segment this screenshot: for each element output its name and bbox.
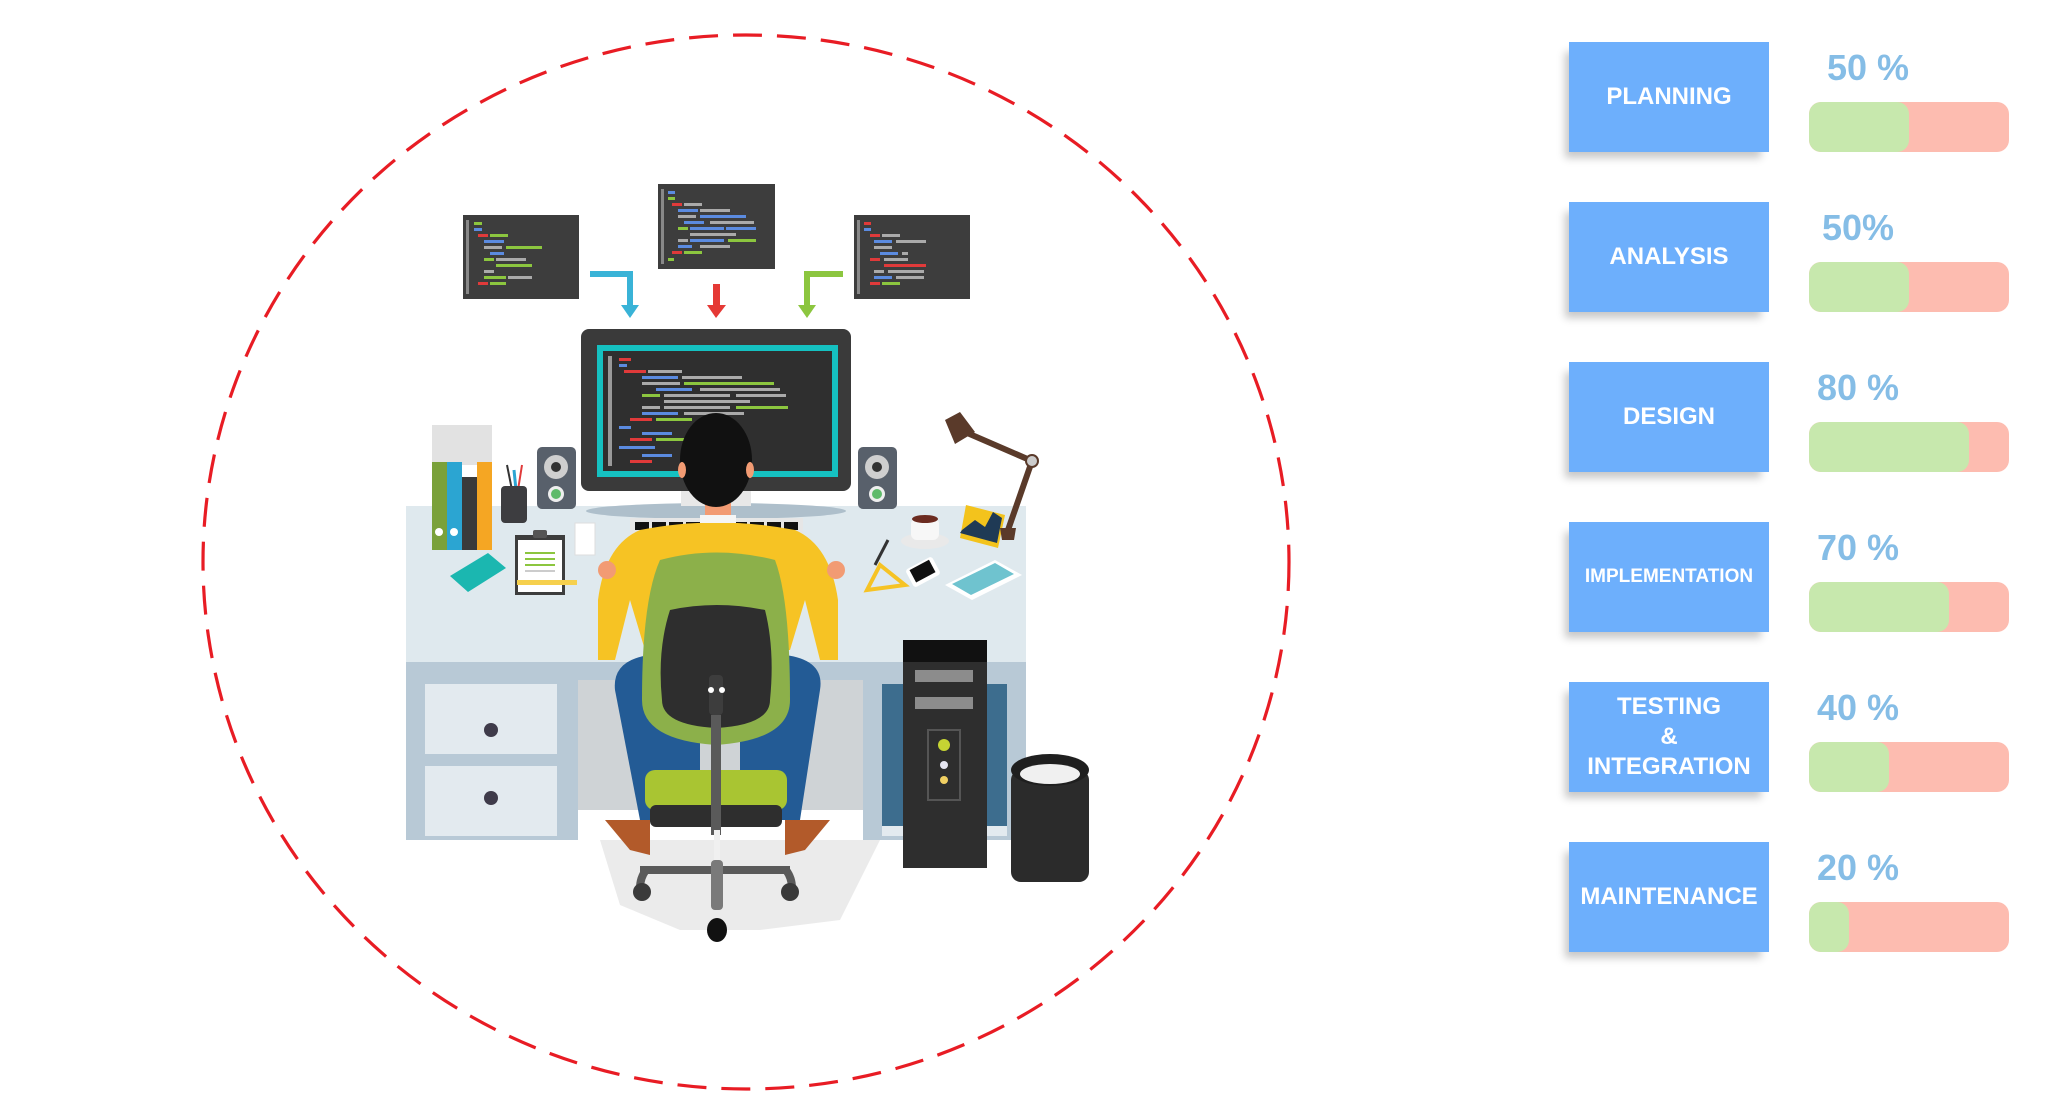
- stage-box-planning: PLANNING: [1569, 42, 1769, 152]
- clipboard-icon: [515, 530, 577, 595]
- stage-percent: 80 %: [1817, 367, 1900, 408]
- note-icon: [574, 522, 596, 556]
- arrow-down-icon: [798, 271, 843, 318]
- stage-box-analysis: ANALYSIS: [1569, 202, 1769, 312]
- progress-bar-implementation: [1809, 582, 2009, 632]
- progress-fill: [1809, 582, 1949, 632]
- code-window-icon: [658, 184, 775, 269]
- notebook-icon: [450, 553, 506, 592]
- progress-bar-maintenance: [1809, 902, 2009, 952]
- progress-bar-testing-integration: [1809, 742, 2009, 792]
- pc-tower-icon: [903, 640, 987, 868]
- stage-percent: 50 %: [1827, 47, 1910, 88]
- floor-shadow: [600, 840, 880, 930]
- progress-bar-design: [1809, 422, 2009, 472]
- books-icon: [432, 425, 492, 550]
- stage-box-maintenance: MAINTENANCE: [1569, 842, 1769, 952]
- stage-percent: 20 %: [1817, 847, 1900, 888]
- progress-fill: [1809, 262, 1909, 312]
- stage-label: IMPLEMENTATION: [1584, 566, 1754, 587]
- stage-label: ANALYSIS: [1609, 243, 1729, 270]
- phone-icon: [906, 557, 940, 587]
- stage-box-testing-integration: TESTING & INTEGRATION: [1569, 682, 1769, 792]
- tablet-icon: [945, 560, 1022, 600]
- developer-illustration: [201, 33, 1291, 1091]
- speaker-icon: [858, 447, 897, 509]
- desk-lamp-icon: [945, 412, 1039, 540]
- progress-bar-analysis: [1809, 262, 2009, 312]
- code-window-icon: [463, 215, 579, 299]
- stage-label: DESIGN: [1622, 403, 1715, 430]
- progress-fill: [1809, 102, 1909, 152]
- progress-fill: [1809, 902, 1849, 952]
- progress-bar-planning: [1809, 102, 2009, 152]
- stage-box-design: DESIGN: [1569, 362, 1769, 472]
- stage-box-implementation: IMPLEMENTATION: [1569, 522, 1769, 632]
- arrow-down-icon: [590, 271, 639, 318]
- chair-icon: [633, 552, 799, 942]
- pen-icon: [873, 539, 890, 566]
- progress-fill: [1809, 742, 1889, 792]
- progress-fill: [1809, 422, 1969, 472]
- trash-bin-icon: [1011, 754, 1089, 882]
- arrow-down-icon: [707, 284, 726, 318]
- stage-label: TESTING & INTEGRATION: [1587, 693, 1751, 780]
- stage-label: PLANNING: [1606, 83, 1732, 110]
- stage-percent: 40 %: [1817, 687, 1900, 728]
- speaker-icon: [537, 447, 576, 509]
- stage-percent: 50%: [1822, 207, 1895, 248]
- stage-label: MAINTENANCE: [1580, 883, 1758, 910]
- coffee-cup-icon: [901, 515, 949, 549]
- stage-percent: 70 %: [1817, 527, 1900, 568]
- code-window-icon: [854, 215, 970, 299]
- pen-holder-icon: [501, 464, 527, 523]
- dashed-circle: [201, 33, 1291, 1091]
- photo-frame-icon: [960, 505, 1005, 548]
- triangle-ruler-icon: [863, 561, 910, 593]
